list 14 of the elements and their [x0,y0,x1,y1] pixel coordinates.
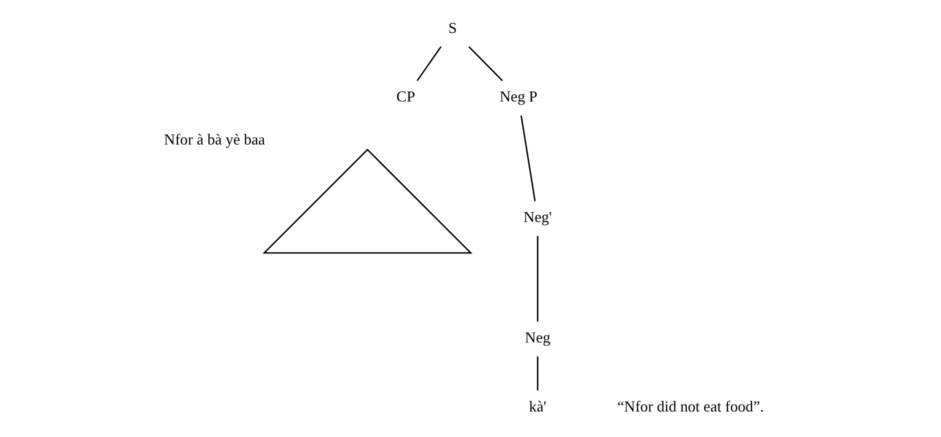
node-text: CP [396,88,416,106]
connector [468,46,503,82]
node-text: kà' [529,398,546,416]
connector [520,115,536,202]
node-text: Neg [524,330,550,347]
node-text: Neg' [524,209,552,226]
connector [416,46,442,82]
node-label: Nfor à bà yè baa [164,132,266,149]
connector [536,356,538,390]
label: “Nfor did not eat food”. [617,398,764,416]
connector [536,236,538,322]
node-text: Neg P [500,88,538,106]
node-triangle [262,148,472,254]
node-text: S [448,20,457,37]
